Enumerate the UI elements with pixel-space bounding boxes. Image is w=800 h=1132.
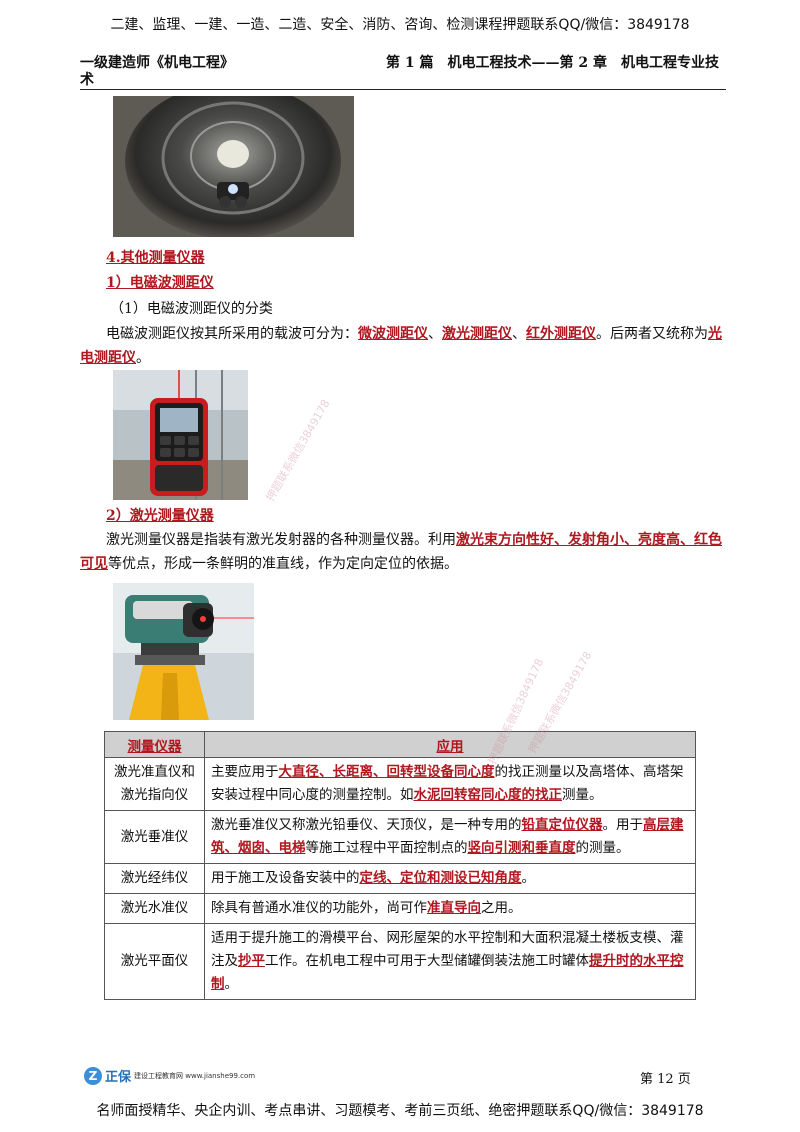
para1-text-b: 。后两者又统称为	[596, 326, 708, 342]
paragraph-emd-classification: 电磁波测距仪按其所采用的载波可分为：微波测距仪、激光测距仪、红外测距仪。后两者又…	[80, 322, 726, 370]
application-keyword: 竖向引测和垂直度	[467, 840, 576, 856]
application-text: 。用于	[602, 817, 644, 833]
heading-emd-meter: 1）电磁波测距仪	[106, 275, 214, 291]
instrument-application: 除具有普通水准仪的功能外，尚可作准直导向之用。	[204, 893, 696, 924]
application-text: 主要应用于	[211, 764, 279, 780]
para2-text-b: 等优点，形成一条鲜明的准直线，作为定向定位的依据。	[108, 556, 458, 572]
application-text: 之用。	[481, 900, 522, 916]
header-rule	[80, 89, 726, 90]
keyword-laser-advantages: 激光束方向性好、发射角小、亮度高、红色可见	[80, 532, 722, 572]
application-text: 除具有普通水准仪的功能外，尚可作	[211, 900, 427, 916]
instrument-application: 激光垂准仪又称激光铅垂仪、天顶仪，是一种专用的铅直定位仪器。用于高层建筑、烟囱、…	[204, 810, 696, 864]
page-number: 第 12 页	[640, 1072, 691, 1087]
application-keyword: 提升时的水平控制	[211, 953, 684, 992]
paragraph-laser-instruments: 激光测量仪器是指装有激光发射器的各种测量仪器。利用激光束方向性好、发射角小、亮度…	[80, 528, 726, 576]
header-chapter-title-wrap: 术	[80, 72, 94, 88]
pipe-inspection-photo	[113, 96, 354, 237]
instrument-name: 激光垂准仪	[104, 810, 205, 864]
logo-site: 建设工程教育网 www.jianshe99.com	[134, 1071, 256, 1080]
application-text: 适用于提升施工的滑模平台、网形屋架的水平控制和大面积混凝土楼板支模、灌注及	[211, 930, 684, 969]
header-instrument-label: 测量仪器	[127, 738, 182, 755]
application-text: 。	[521, 870, 536, 886]
subheading-classification: （1）电磁波测距仪的分类	[110, 301, 273, 317]
application-keyword: 抄平	[238, 953, 265, 969]
para1-separator: 、	[428, 326, 442, 342]
application-keyword: 水泥回转窑同心度的找正	[413, 787, 563, 803]
table-row: 激光平面仪 适用于提升施工的滑模平台、网形屋架的水平控制和大面积混凝土楼板支模、…	[104, 923, 696, 1000]
section-heading-other-instruments: 4.其他测量仪器	[106, 250, 205, 266]
application-keyword: 准直导向	[427, 900, 481, 916]
application-text: 的找正测量以及高塔体、高塔架安装过程中同心度的测量控制。如	[211, 764, 684, 803]
application-keyword: 高层建筑、烟囱、电梯	[211, 817, 684, 856]
instrument-name: 激光平面仪	[104, 923, 205, 1000]
keyword-infrared-meter: 红外测距仪	[526, 326, 596, 342]
header-chapter-title: 第 1 篇 机电工程技术——第 2 章 机电工程专业技	[386, 55, 719, 71]
instrument-name: 激光准直仪和激光指向仪	[104, 757, 205, 811]
table-row: 激光准直仪和激光指向仪 主要应用于大直径、长距离、回转型设备同心度的找正测量以及…	[104, 757, 696, 811]
application-keyword: 铅直定位仪器	[521, 817, 603, 833]
table-row: 激光垂准仪 激光垂准仪又称激光铅垂仪、天顶仪，是一种专用的铅直定位仪器。用于高层…	[104, 810, 696, 864]
table-row: 激光水准仪 除具有普通水准仪的功能外，尚可作准直导向之用。	[104, 893, 696, 924]
keyword-microwave-meter: 微波测距仪	[358, 326, 428, 342]
logo-mark-icon: Z	[84, 1066, 102, 1085]
top-banner: 二建、监理、一建、一造、二造、安全、消防、咨询、检测课程押题联系QQ/微信：38…	[110, 17, 690, 33]
keyword-laser-meter: 激光测距仪	[442, 326, 512, 342]
application-keyword: 定线、定位和测设已知角度	[359, 870, 522, 886]
para1-separator: 、	[512, 326, 526, 342]
table-header-row: 测量仪器 应用	[104, 731, 696, 758]
laser-distance-meter-photo	[113, 370, 248, 500]
bottom-banner: 名师面授精华、央企内训、考点串讲、习题模考、考前三页纸、绝密押题联系QQ/微信：…	[96, 1103, 704, 1119]
instrument-name: 激光经纬仪	[104, 863, 205, 894]
application-keyword: 大直径、长距离、回转型设备同心度	[278, 764, 495, 780]
instrument-application: 用于施工及设备安装中的定线、定位和测设已知角度。	[204, 863, 696, 894]
table-header-application: 应用	[204, 731, 696, 758]
application-text: 激光垂准仪又称激光铅垂仪、天顶仪，是一种专用的	[211, 817, 522, 833]
laser-instrument-table: 测量仪器 应用 激光准直仪和激光指向仪 主要应用于大直径、长距离、回转型设备同心…	[104, 731, 696, 1000]
table-header-instrument: 测量仪器	[104, 731, 205, 758]
para1-text-c: 。	[136, 350, 150, 366]
logo-brand: 正保	[105, 1070, 132, 1085]
table-row: 激光经纬仪 用于施工及设备安装中的定线、定位和测设已知角度。	[104, 863, 696, 894]
instrument-application: 主要应用于大直径、长距离、回转型设备同心度的找正测量以及高塔体、高塔架安装过程中…	[204, 757, 696, 811]
application-text: 等施工过程中平面控制点的	[305, 840, 468, 856]
instrument-name: 激光水准仪	[104, 893, 205, 924]
publisher-logo: Z 正保 建设工程教育网 www.jianshe99.com	[84, 1066, 255, 1085]
para1-text-a: 电磁波测距仪按其所采用的载波可分为：	[106, 326, 358, 342]
header-application-label: 应用	[436, 738, 464, 755]
heading-laser-instruments: 2）激光测量仪器	[106, 508, 214, 524]
application-text: 用于施工及设备安装中的	[211, 870, 360, 886]
application-text: 工作。在机电工程中可用于大型储罐倒装法施工时罐体	[265, 953, 589, 969]
para2-text-a: 激光测量仪器是指装有激光发射器的各种测量仪器。利用	[106, 532, 456, 548]
application-text: 。	[224, 976, 239, 992]
laser-level-photo	[113, 583, 254, 720]
watermark: 押题联系微信3849178	[263, 397, 333, 504]
application-text: 测量。	[562, 787, 603, 803]
application-text: 的测量。	[575, 840, 630, 856]
keyword-photoelectric-meter: 光电测距仪	[80, 326, 722, 366]
instrument-application: 适用于提升施工的滑模平台、网形屋架的水平控制和大面积混凝土楼板支模、灌注及抄平工…	[204, 923, 696, 1000]
header-book-title: 一级建造师《机电工程》	[80, 55, 234, 71]
